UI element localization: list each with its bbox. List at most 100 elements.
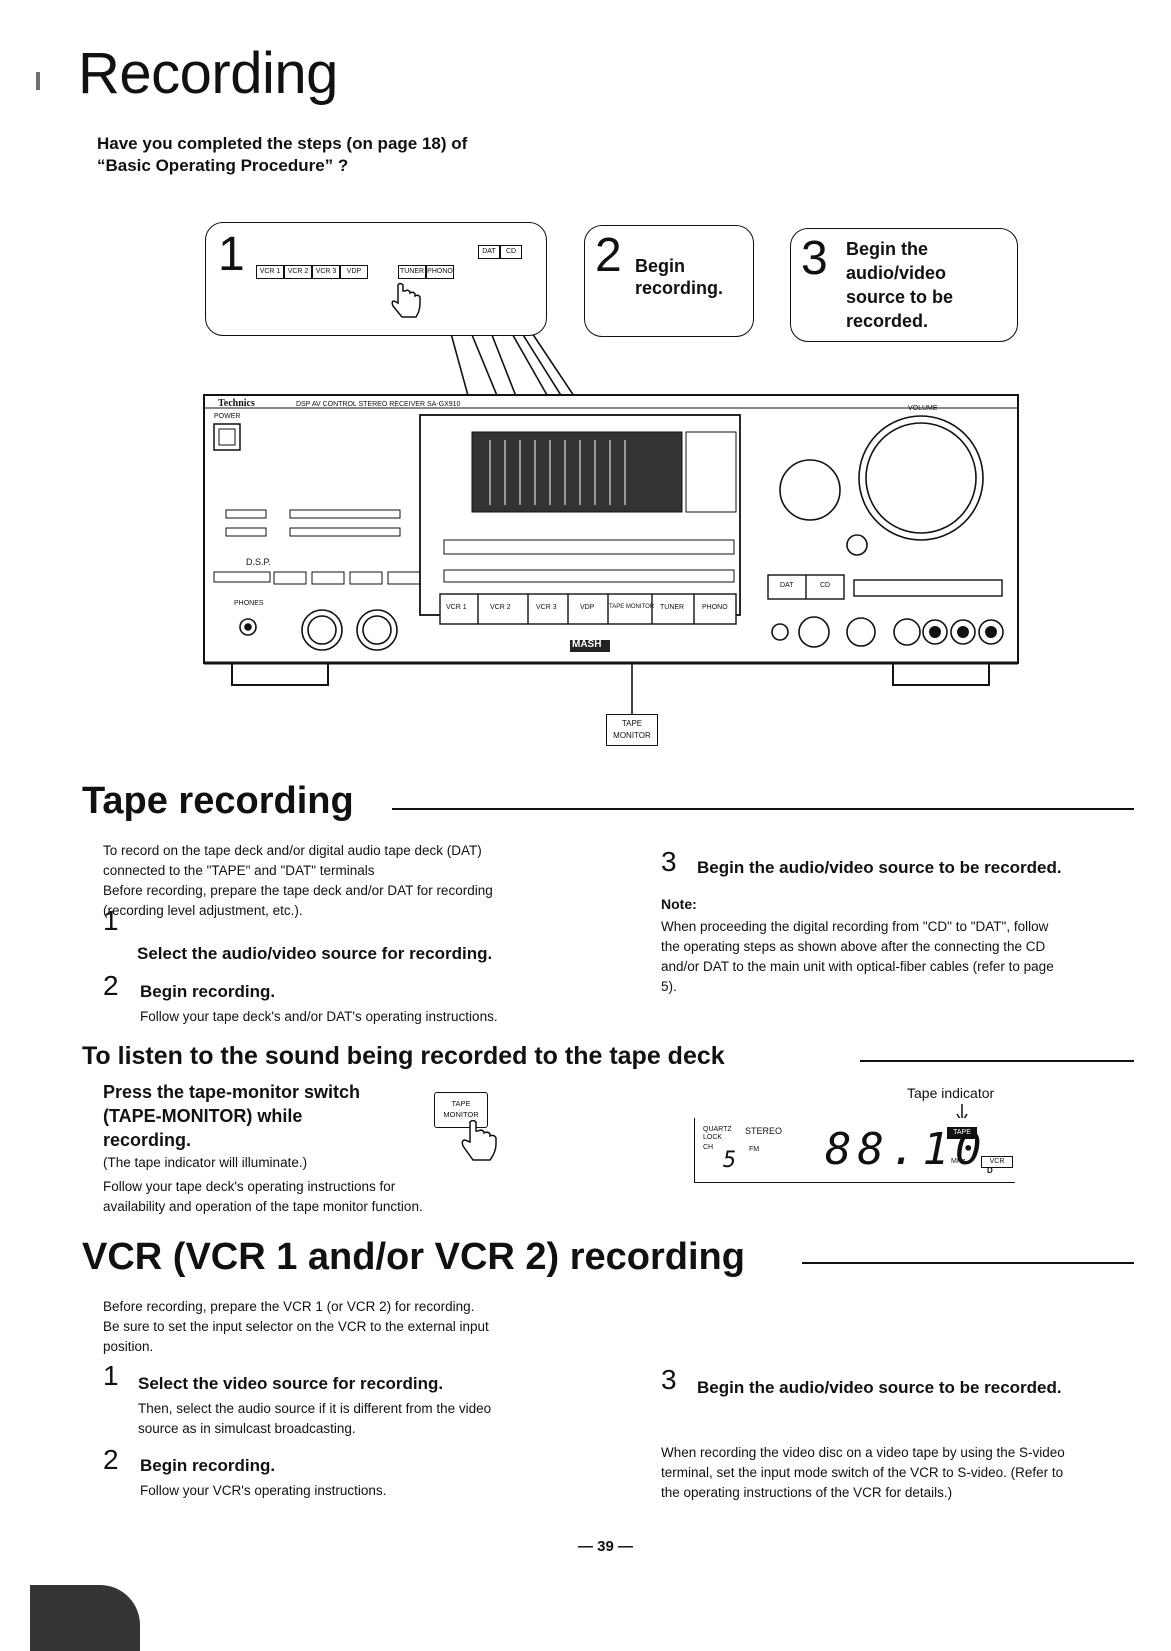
receiver-input-vdp: VDP <box>580 604 595 611</box>
vcr-heading: VCR (VCR 1 and/or VCR 2) recording <box>82 1236 745 1278</box>
intro-question-line1: Have you completed the steps (on page 18… <box>97 134 468 153</box>
receiver-input-tuner: TUNER <box>660 604 685 611</box>
receiver-phones-label: PHONES <box>234 600 264 607</box>
receiver-input-tape-monitor: TAPE MONITOR <box>609 604 655 610</box>
hand-pointer-icon <box>391 282 421 318</box>
listen-line1: Follow your tape deck's operating instru… <box>103 1179 396 1194</box>
receiver-dsp-label: D.S.P. <box>246 557 271 567</box>
listen-bold-line2: (TAPE-MONITOR) while <box>103 1106 303 1126</box>
vcr-step1-sub2: source as in simulcast broadcasting. <box>138 1421 356 1436</box>
vcr-step3-text: Begin the audio/video source to be recor… <box>697 1378 1062 1397</box>
vcr2-button: VCR 2 <box>284 265 312 279</box>
tape-step3-text: Begin the audio/video source to be recor… <box>697 858 1062 877</box>
tape-monitor-label-line2: MONITOR <box>613 731 651 740</box>
vcr-step1-text: Select the video source for recording. <box>138 1374 444 1393</box>
scan-artifact-bottom <box>30 1585 140 1651</box>
page-number: — 39 — <box>578 1538 634 1555</box>
callout-3-text-line2: audio/video <box>846 263 947 283</box>
callout-1: 1 VCR 1 VCR 2 VCR 3 VDP TUNER PHONO DAT … <box>205 222 547 336</box>
dat-button: DAT <box>478 245 500 259</box>
callout-2-text-line1: Begin <box>635 256 686 276</box>
receiver-power-label: POWER <box>214 413 241 420</box>
listen-paren: (The tape indicator will illuminate.) <box>103 1155 308 1170</box>
callout-3-number: 3 <box>801 232 828 285</box>
vdp-button: VDP <box>340 265 368 279</box>
listen-line2: availability and operation of the tape m… <box>103 1199 423 1214</box>
tape-step2-number: 2 <box>103 970 119 1001</box>
cd-button: CD <box>500 245 522 259</box>
tape-note-line1: When proceeding the digital recording fr… <box>661 919 1049 934</box>
phono-button: PHONO <box>426 265 454 279</box>
vcr-svideo-line2: terminal, set the input mode switch of t… <box>661 1465 1064 1480</box>
callout-2-number: 2 <box>595 229 622 282</box>
tape-monitor-label-line1: TAPE <box>621 719 643 728</box>
callout-3-text-line3: source to be <box>846 287 954 307</box>
scan-artifact <box>36 72 40 90</box>
display-ch: CH <box>703 1144 714 1151</box>
vcr-step3-number: 3 <box>661 1364 677 1395</box>
display-d-indicator: D <box>987 1166 993 1175</box>
receiver-volume-label: VOLUME <box>908 405 938 412</box>
tape-monitor-label-box: TAPE MONITOR <box>606 714 658 746</box>
tape-step2-text: Begin recording. <box>140 982 276 1001</box>
vcr-step1-sub1: Then, select the audio source if it is d… <box>138 1401 492 1416</box>
listen-bold-line3: recording. <box>103 1130 192 1150</box>
receiver-diagram <box>203 329 1019 718</box>
display-tape-indicator: TAPE <box>947 1127 977 1139</box>
tape-note-line3: and/or DAT to the main unit with optical… <box>661 959 1054 974</box>
callout-1-button-group: VCR 1 VCR 2 VCR 3 VDP <box>256 265 370 279</box>
tape-note-line2: the operating steps as shown above after… <box>661 939 1046 954</box>
callout-1-number: 1 <box>218 228 245 281</box>
tape-step2-sub: Follow your tape deck's and/or DAT's ope… <box>140 1009 498 1024</box>
receiver-brand: Technics <box>218 398 255 409</box>
display-stereo: STEREO <box>745 1126 783 1136</box>
tape-step1-number: 1 <box>103 905 119 936</box>
tape-intro-line1: To record on the tape deck and/or digita… <box>103 843 482 858</box>
tape-indicator-label: Tape indicator <box>907 1085 995 1101</box>
page-title: Recording <box>78 41 338 106</box>
vcr-step1-number: 1 <box>103 1360 119 1391</box>
vcr-rule <box>802 1262 1134 1264</box>
tape-monitor-switch: TAPE MONITOR <box>434 1092 488 1128</box>
vcr1-button: VCR 1 <box>256 265 284 279</box>
tape-intro-line2: connected to the "TAPE" and "DAT" termin… <box>103 863 375 878</box>
tape-note-line4: 5). <box>661 979 677 994</box>
callout-3-text-line4: recorded. <box>846 311 929 331</box>
callout-3: 3 Begin the audio/video source to be rec… <box>790 228 1018 342</box>
receiver-input-phono: PHONO <box>702 604 728 611</box>
vcr-intro-line2: Be sure to set the input selector on the… <box>103 1319 489 1334</box>
vcr-step2-text: Begin recording. <box>140 1456 276 1475</box>
vcr-intro-line1: Before recording, prepare the VCR 1 (or … <box>103 1299 475 1314</box>
press-hand-icon <box>461 1120 497 1161</box>
receiver-input-vcr2: VCR 2 <box>490 604 511 611</box>
tape-intro-line4: (recording level adjustment, etc.). <box>103 903 303 918</box>
tape-intro-line3: Before recording, prepare the tape deck … <box>103 883 493 898</box>
vcr-svideo-line1: When recording the video disc on a video… <box>661 1445 1065 1460</box>
tape-note-label: Note: <box>661 896 697 912</box>
callout-3-text-line1: Begin the <box>846 239 929 259</box>
listen-rule <box>860 1060 1134 1062</box>
callout-2-text-line2: recording. <box>635 278 724 298</box>
vcr3-button: VCR 3 <box>312 265 340 279</box>
tape-monitor-switch-line2: MONITOR <box>443 1110 479 1119</box>
display-fm: FM <box>749 1146 760 1153</box>
tape-recording-heading: Tape recording <box>82 780 354 822</box>
callout-2: 2 Begin recording. <box>584 225 754 337</box>
tuner-button: TUNER <box>398 265 426 279</box>
tape-step1-text: Select the audio/video source for record… <box>137 944 493 963</box>
display-quartz: QUARTZ <box>703 1126 732 1133</box>
display-vcr-indicator: VCR <box>981 1156 1013 1168</box>
receiver-mash-label: MASH <box>572 639 602 650</box>
tuner-display: QUARTZ LOCK STEREO CH FM 5 88.10 MHz TAP… <box>694 1118 1015 1183</box>
tape-recording-rule <box>392 808 1134 810</box>
display-mhz: MHz <box>951 1158 966 1165</box>
receiver-model: DSP AV CONTROL STEREO RECEIVER SA-GX910 <box>296 401 461 408</box>
tape-monitor-switch-line1: TAPE <box>451 1099 471 1108</box>
receiver-input-vcr3: VCR 3 <box>536 604 557 611</box>
intro-question-line2: “Basic Operating Procedure” ? <box>97 156 349 175</box>
display-ch-value: 5 <box>723 1148 737 1173</box>
vcr-step2-sub: Follow your VCR's operating instructions… <box>140 1483 387 1498</box>
display-lock: LOCK <box>703 1134 723 1141</box>
tape-step3-number: 3 <box>661 846 677 877</box>
receiver-dat-label: DAT <box>780 582 794 589</box>
